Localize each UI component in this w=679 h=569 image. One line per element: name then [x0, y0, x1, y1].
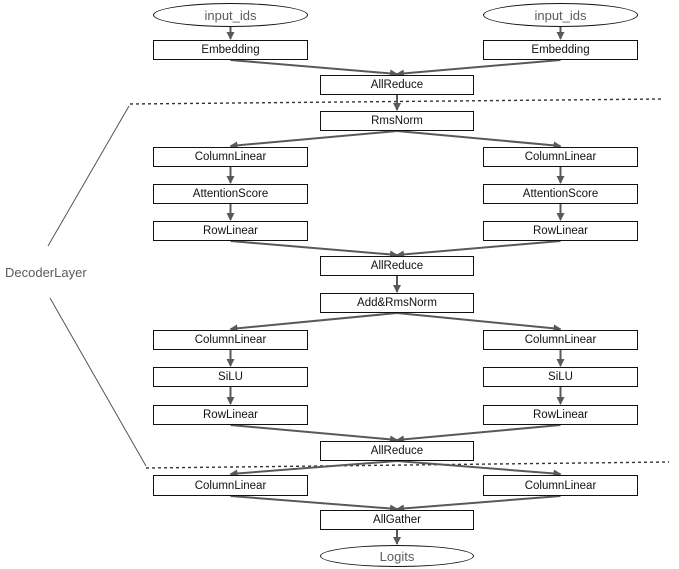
edge-attn-row-right-to-allreduce-attn [396, 240, 561, 259]
attention-score-right: AttentionScore [483, 184, 638, 204]
edge-embed-left-to-allreduce-embed [230, 59, 398, 78]
allreduce-mlp: AllReduce [320, 441, 474, 461]
edge-lm-col-left-to-allgather [230, 495, 398, 513]
decoder-layer-bracket-top [47, 105, 130, 247]
mlp-row-linear-right: RowLinear [483, 405, 638, 425]
silu-left: SiLU [153, 367, 308, 387]
mlp-column-linear-right: ColumnLinear [483, 330, 638, 350]
lm-head-column-linear-left: ColumnLinear [153, 475, 308, 496]
input-ids-right: input_ids [483, 3, 638, 27]
edge-lm-col-right-to-allgather [396, 495, 561, 513]
edge-add-rmsnorm-to-mlp-col-right [396, 312, 562, 333]
mlp-column-linear-left: ColumnLinear [153, 330, 308, 350]
edge-allreduce-mlp-to-lm-col-left [229, 460, 398, 478]
attention-row-linear-right: RowLinear [483, 221, 638, 241]
edges-layer [226, 27, 565, 545]
embedding-left: Embedding [153, 40, 308, 60]
edge-attn-row-left-to-allreduce-attn [230, 240, 398, 259]
attention-row-linear-left: RowLinear [153, 221, 308, 241]
edge-add-rmsnorm-to-mlp-col-left [229, 312, 398, 333]
rmsnorm: RmsNorm [320, 111, 474, 131]
attention-column-linear-right: ColumnLinear [483, 147, 638, 167]
input-ids-left: input_ids [153, 3, 308, 27]
edge-mlp-row-left-to-allreduce-mlp [230, 424, 398, 444]
decoder-layer-bottom-boundary [145, 461, 670, 469]
mlp-row-linear-left: RowLinear [153, 405, 308, 425]
silu-right: SiLU [483, 367, 638, 387]
decoder-layer-bracket-bottom [49, 297, 147, 467]
lm-head-column-linear-right: ColumnLinear [483, 475, 638, 496]
attention-column-linear-left: ColumnLinear [153, 147, 308, 167]
edge-mlp-row-right-to-allreduce-mlp [396, 424, 561, 444]
attention-score-left: AttentionScore [153, 184, 308, 204]
embedding-right: Embedding [483, 40, 638, 60]
edge-rmsnorm-to-attn-col-right [396, 130, 562, 150]
edge-allreduce-mlp-to-lm-col-right [396, 460, 562, 478]
allgather: AllGather [320, 510, 474, 530]
allreduce-embedding: AllReduce [320, 75, 474, 95]
logits: Logits [320, 545, 474, 567]
add-rmsnorm: Add&RmsNorm [320, 293, 474, 313]
allreduce-attention: AllReduce [320, 256, 474, 276]
edge-embed-right-to-allreduce-embed [396, 59, 561, 78]
decoder-layer-label: DecoderLayer [5, 265, 87, 280]
edge-rmsnorm-to-attn-col-left [229, 130, 398, 150]
